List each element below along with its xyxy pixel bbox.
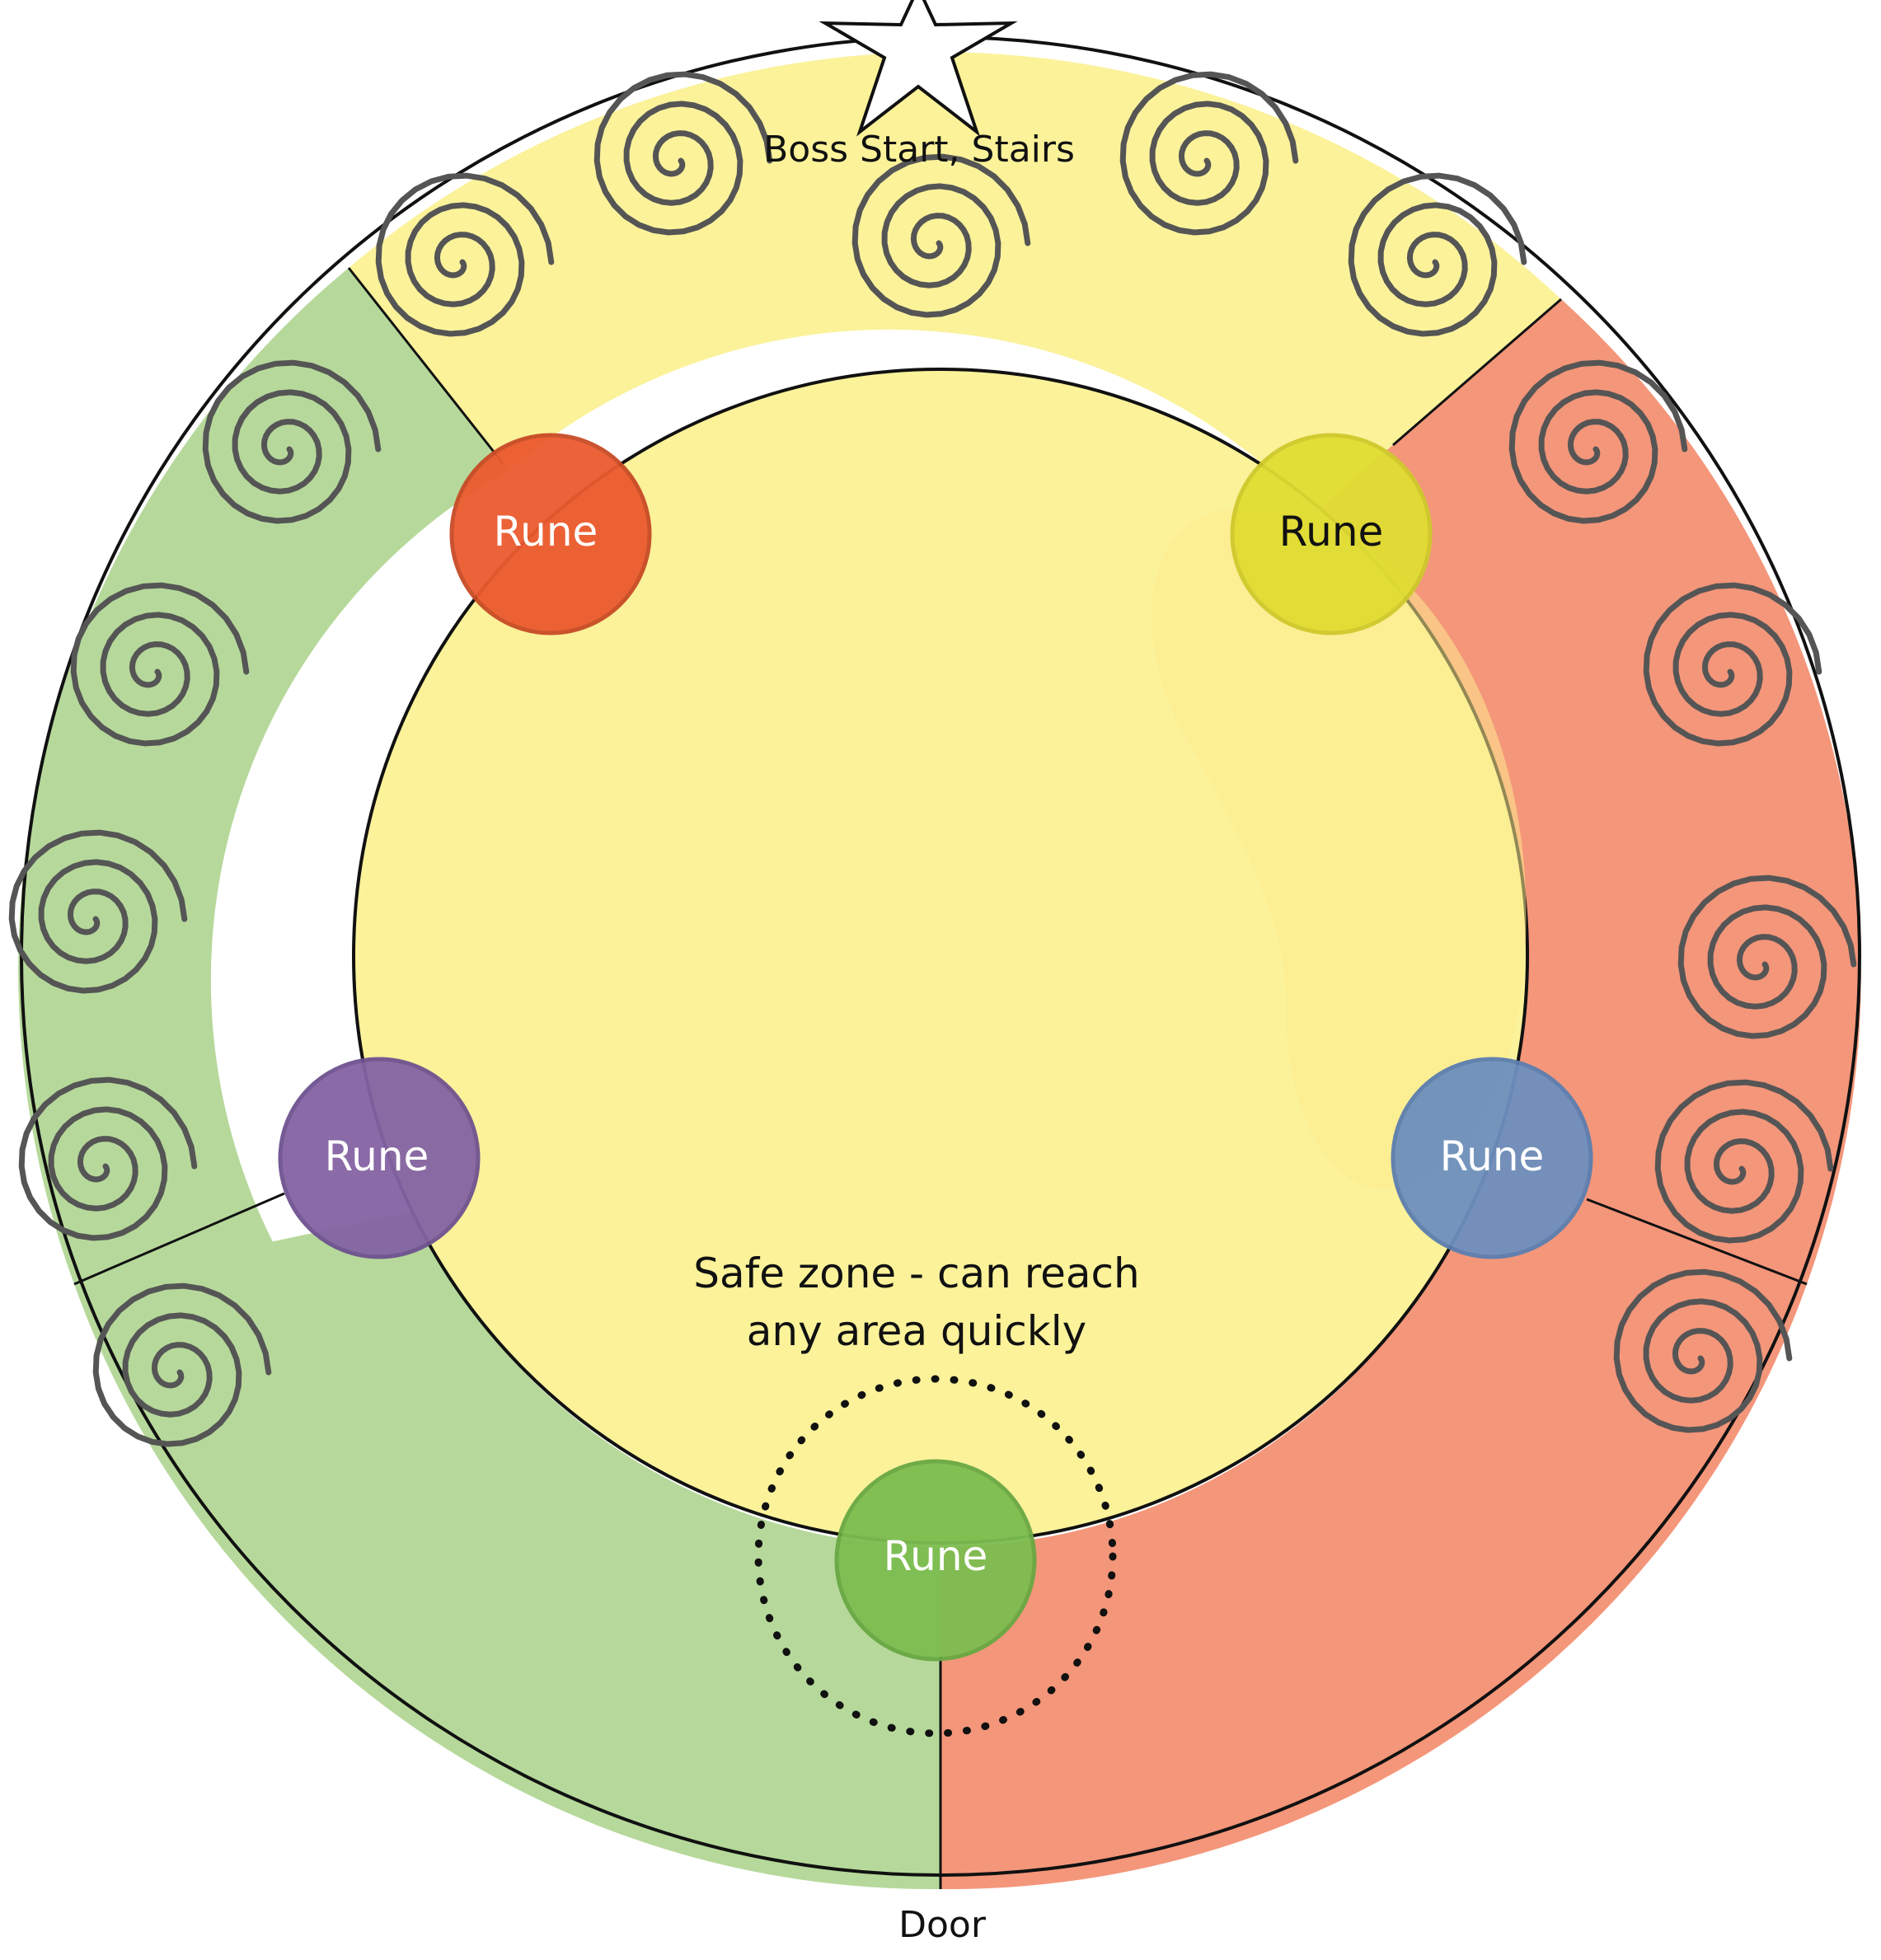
rune-label: Rune — [884, 1532, 988, 1580]
rune-label: Rune — [325, 1132, 429, 1180]
rune-right: Rune — [1391, 1057, 1593, 1259]
rune-left: Rune — [278, 1057, 481, 1259]
safe-zone-label-line1: Safe zone - can reach — [693, 1250, 1140, 1297]
spiral-icon — [851, 153, 1031, 318]
spiral-icon — [1348, 172, 1527, 337]
rune-label: Rune — [1440, 1132, 1545, 1180]
spiral-icon — [1119, 71, 1299, 236]
spiral-icon — [1508, 359, 1688, 524]
rune-label: Rune — [494, 508, 598, 556]
spiral-icon — [593, 71, 773, 236]
spiral-hazards — [8, 71, 1857, 1447]
spiral-icon — [18, 1076, 198, 1241]
spiral-icon — [1613, 1268, 1793, 1433]
rune-top-left: Rune — [449, 433, 652, 635]
spiral-icon — [92, 1282, 272, 1447]
yellow-zone-top — [349, 52, 1561, 513]
light-patch — [1152, 508, 1527, 1189]
star-icon — [819, 0, 1018, 137]
red-zone-bottom — [940, 1212, 1807, 1890]
divider-top-left — [347, 267, 504, 464]
spiral-icon — [1677, 874, 1857, 1039]
spiral-icon — [375, 172, 555, 337]
red-zone-right — [940, 299, 1861, 1889]
spiral-icon — [70, 582, 250, 747]
spiral-icon — [8, 829, 188, 994]
boss-start-label: Boss Start, Stairs — [763, 129, 1075, 171]
spiral-icon — [1643, 582, 1822, 747]
rune-bottom: Rune — [834, 1459, 1037, 1662]
divider-top-right — [1392, 298, 1562, 447]
spiral-icon — [1654, 1079, 1834, 1244]
rune-top-right: Rune — [1230, 433, 1433, 635]
door-label: Door — [898, 1904, 987, 1946]
rune-label: Rune — [1279, 508, 1384, 556]
safe-zone-circle — [754, 1375, 1117, 1737]
divider-right — [1586, 1198, 1808, 1286]
divider-left — [73, 1192, 285, 1286]
spiral-icon — [202, 359, 382, 524]
safe-zone-label-line2: any area quickly — [747, 1307, 1086, 1355]
green-zone-bottom — [74, 1212, 940, 1890]
